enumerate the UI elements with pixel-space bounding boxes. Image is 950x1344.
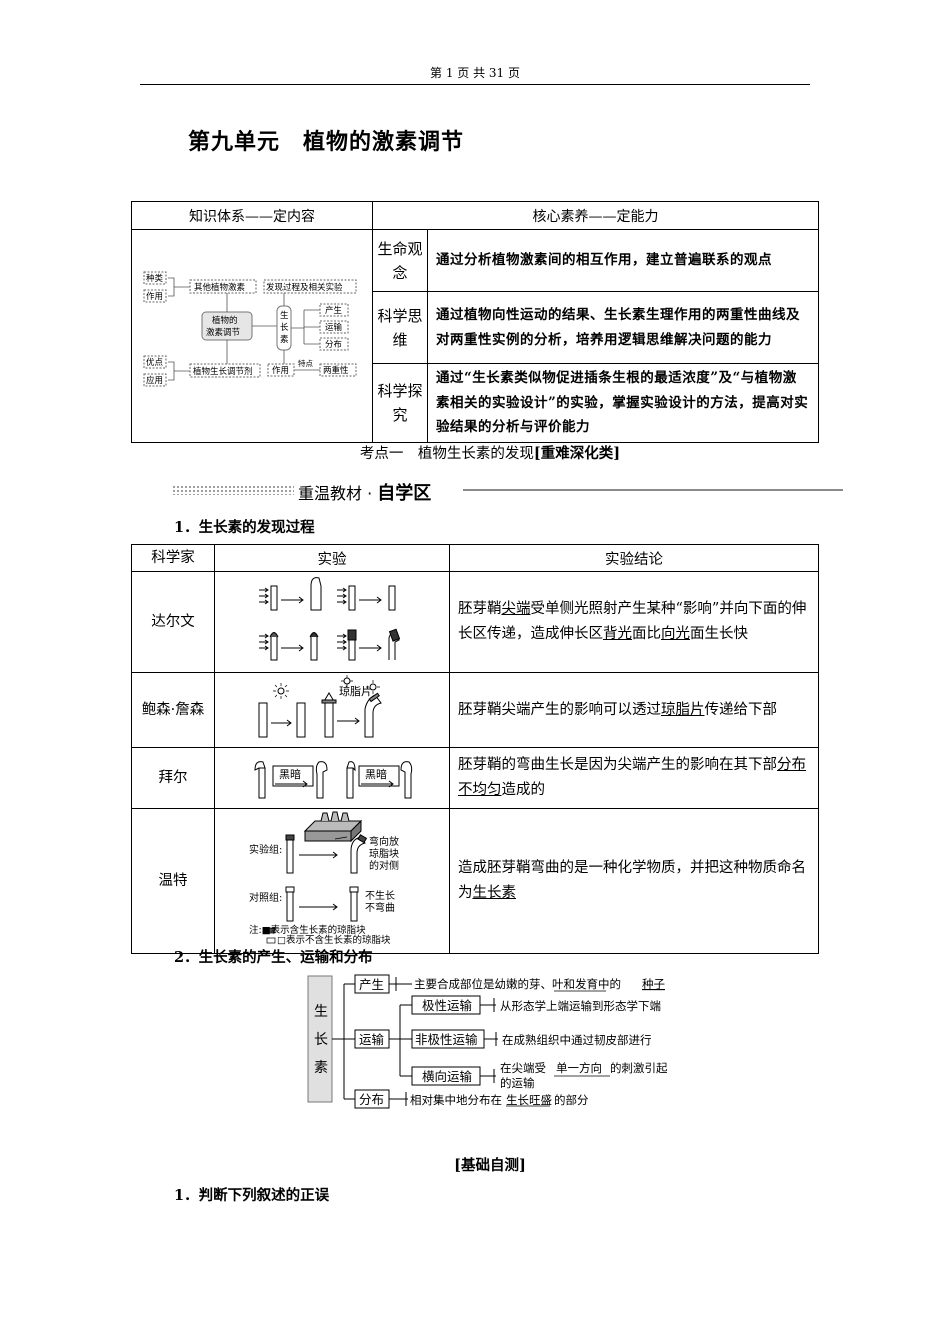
auxin-fenbu-ans: 生长旺盛 xyxy=(506,1093,552,1107)
page-header: 第 1 页 共 31 页 xyxy=(430,66,520,80)
overview-label-3: 科学探究 xyxy=(372,363,428,443)
went-note-1: 注:■表示含生长素的琼脂块 xyxy=(249,924,366,936)
auxin-jixing-desc: 从形态学上端运输到形态学下端 xyxy=(500,999,661,1013)
went-figure: 实验组: 对照组: 弯向放 琼脂块 的对侧 不生长 不弯曲 注:■表示含生长素的… xyxy=(249,811,399,946)
overview-desc-3: 通过“生长素类似物促进插条生根的最适浓度”及“与植物激素相关的实验设计”的实验，… xyxy=(427,363,819,443)
auxin-chansheng-desc: 主要合成部位是幼嫩的芽、叶和发育中的 xyxy=(414,977,621,991)
went-ctrl-result-2: 不弯曲 xyxy=(365,901,395,914)
overview-desc-1: 通过分析植物激素间的相互作用，建立普遍联系的观点 xyxy=(427,228,819,293)
banner-left: 重温教材 xyxy=(298,484,363,503)
cm-discovery: 发现过程及相关实验 xyxy=(266,282,343,293)
auxin-hengxiang-desc-b: 的刺激引起 xyxy=(610,1061,668,1075)
paal-conclusion: 胚芽鞘的弯曲生长是因为尖端产生的影响在其下部分布不均匀造成的 xyxy=(449,747,819,809)
boysen-label-agar: 琼脂片 xyxy=(339,684,372,698)
went-conclusion: 造成胚芽鞘弯曲的是一种化学物质，并把这种物质命名为生长素 xyxy=(449,808,819,954)
went-note-2: □表示不含生长素的琼脂块 xyxy=(277,934,391,946)
overview-header-knowledge: 知识体系——定内容 xyxy=(131,201,373,230)
darwin-experiment xyxy=(214,571,450,673)
auxin-diagram: 生 长 素 产生 主要合成部位是幼嫩的芽、叶和发育中的 种子 运输 极性运输 从… xyxy=(307,974,668,1109)
went-ctrl-result-1: 不生长 xyxy=(365,889,395,902)
banner-right: 自学区 xyxy=(377,483,432,504)
auxin-feijixing: 非极性运输 xyxy=(415,1032,478,1047)
cm-zhonglei: 种类 xyxy=(146,273,164,284)
concept-map: 种类 作用 优点 应用 其他植物激素 植物生长调节剂 xyxy=(143,271,357,387)
auxin-feijixing-desc: 在成熟组织中通过韧皮部进行 xyxy=(502,1033,652,1047)
cm-liangchongxing: 两重性 xyxy=(323,365,349,376)
auxin-yunshu: 运输 xyxy=(359,1032,385,1047)
unit-title: 第九单元 植物的激素调节 xyxy=(188,129,465,155)
auxin-fenbu: 分布 xyxy=(359,1092,384,1107)
cm-zuoyong2: 作用 xyxy=(272,365,289,376)
kaodian-title: 考点一 植物生长素的发现[重难深化类] xyxy=(0,442,950,463)
paal-label-dark-1: 黑暗 xyxy=(279,767,301,781)
boysen-experiment: 琼脂片 xyxy=(214,672,450,748)
header-rule xyxy=(140,84,810,85)
overview-table: 知识体系——定内容 核心素养——定能力 种类 作用 优点 应用 xyxy=(131,201,819,443)
cm-auxin-2: 长 xyxy=(280,322,289,333)
auxin-chansheng-ans: 种子 xyxy=(642,977,665,991)
self-test-title: [基础自测] xyxy=(454,1157,526,1174)
kaodian-prefix: 考点一 植物生长素的发现 xyxy=(359,446,534,462)
concept-map-cell: 种类 作用 优点 应用 其他植物激素 植物生长调节剂 xyxy=(131,229,373,443)
cm-zuoyong: 作用 xyxy=(146,291,163,302)
cm-fenbu: 分布 xyxy=(325,339,342,350)
discovery-header-conclusion: 实验结论 xyxy=(449,544,819,572)
auxin-chansheng: 产生 xyxy=(359,977,384,992)
boysen-figure: 琼脂片 xyxy=(258,675,382,738)
paal-label-dark-2: 黑暗 xyxy=(365,767,387,781)
auxin-hengxiang-desc-a: 在尖端受 xyxy=(500,1061,546,1075)
cm-regulator: 植物生长调节剂 xyxy=(193,366,253,377)
discovery-table: 科学家 实验 实验结论 达尔文 xyxy=(131,544,819,954)
banner-rule xyxy=(463,489,843,491)
went-exp-result-1: 弯向放 xyxy=(369,835,399,848)
paal-figure: 黑暗 黑暗 xyxy=(254,761,413,799)
darwin-figure xyxy=(259,577,401,661)
cm-center-2: 激素调节 xyxy=(206,327,241,338)
section-1-title: 1．生长素的发现过程 xyxy=(174,519,315,536)
overview-label-2: 科学思维 xyxy=(372,291,428,365)
auxin-root-2: 长 xyxy=(314,1032,328,1048)
went-ctrl-group: 对照组: xyxy=(249,891,282,904)
cm-auxin-3: 素 xyxy=(280,334,289,345)
scientist-darwin: 达尔文 xyxy=(131,571,215,673)
cm-youdian: 优点 xyxy=(146,357,164,368)
cm-yingyong: 应用 xyxy=(146,375,163,386)
cm-auxin-1: 生 xyxy=(280,310,289,321)
went-exp-result-2: 琼脂块 xyxy=(369,847,399,860)
kaodian-tag: [重难深化类] xyxy=(533,445,621,462)
auxin-fenbu-desc-a: 相对集中地分布在 xyxy=(410,1093,502,1107)
banner-dots xyxy=(172,485,294,495)
scientist-paal: 拜尔 xyxy=(131,747,215,809)
auxin-hengxiang: 横向运输 xyxy=(422,1069,473,1084)
banner-title: 重温教材 · 自学区 xyxy=(298,479,431,505)
went-exp-result-3: 的对侧 xyxy=(369,859,399,872)
auxin-root-3: 素 xyxy=(314,1060,328,1076)
cm-other-hormones: 其他植物激素 xyxy=(194,282,246,293)
banner-dot: · xyxy=(362,484,378,503)
overview-header-literacy: 核心素养——定能力 xyxy=(372,201,819,230)
auxin-hengxiang-desc-2: 的运输 xyxy=(500,1076,535,1090)
scientist-went: 温特 xyxy=(131,808,215,954)
cm-chansheng: 产生 xyxy=(325,305,343,316)
discovery-header-experiment: 实验 xyxy=(214,544,450,572)
scientist-boysen-jensen: 鲍森·詹森 xyxy=(131,672,215,748)
paal-experiment: 黑暗 黑暗 xyxy=(214,747,450,809)
went-exp-group: 实验组: xyxy=(249,843,282,856)
discovery-header-scientist: 科学家 xyxy=(131,544,215,572)
overview-desc-2: 通过植物向性运动的结果、生长素生理作用的两重性曲线及对两重性实例的分析，培养用逻… xyxy=(427,291,819,365)
boysen-conclusion: 胚芽鞘尖端产生的影响可以透过琼脂片传递给下部 xyxy=(449,672,819,748)
auxin-root-1: 生 xyxy=(314,1004,328,1020)
auxin-jixing: 极性运输 xyxy=(422,998,473,1013)
auxin-hengxiang-ans: 单一方向 xyxy=(556,1061,602,1075)
went-experiment: 实验组: 对照组: 弯向放 琼脂块 的对侧 不生长 不弯曲 注:■表示含生长素的… xyxy=(214,808,450,954)
section-2-title: 2．生长素的产生、运输和分布 xyxy=(174,949,373,966)
auxin-fenbu-desc-b: 的部分 xyxy=(554,1093,589,1107)
darwin-conclusion: 胚芽鞘尖端受单侧光照射产生某种“影响”并向下面的伸长区传递，造成伸长区背光面比向… xyxy=(449,571,819,673)
cm-center-1: 植物的 xyxy=(212,315,238,326)
cm-yunshu: 运输 xyxy=(325,322,343,333)
overview-label-1: 生命观念 xyxy=(372,228,428,293)
section-3-title: 1．判断下列叙述的正误 xyxy=(174,1187,330,1204)
cm-tedian: 特点 xyxy=(298,358,313,368)
